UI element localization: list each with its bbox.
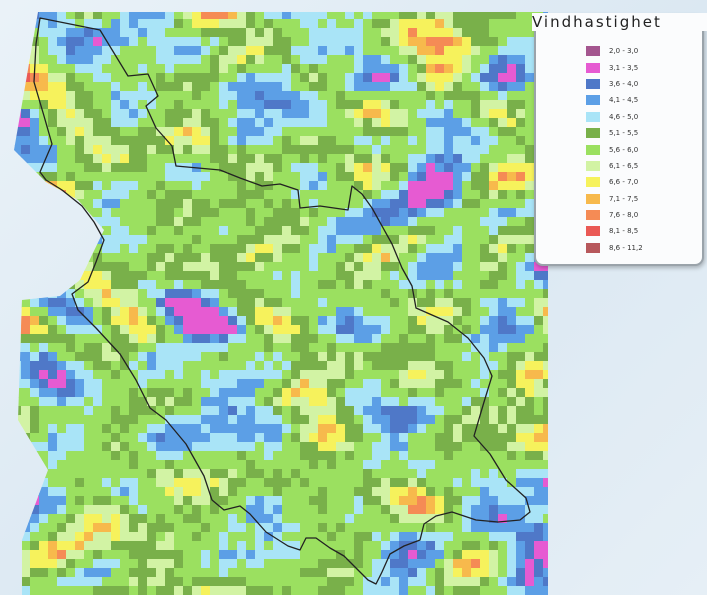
legend-swatch [586,46,600,57]
legend-item: 6,6 - 7,0 [586,174,643,190]
legend-label: 8,6 - 11,2 [609,243,643,252]
legend-item: 7,1 - 7,5 [586,191,643,207]
region-boundary [33,17,531,585]
legend-item: 8,1 - 8,5 [586,223,643,239]
legend-swatch [586,128,600,139]
legend-swatch [586,242,600,253]
legend-item: 5,1 - 5,5 [586,125,643,141]
wind-raster [14,12,548,595]
legend-label: 7,1 - 7,5 [609,194,639,203]
legend-item: 3,1 - 3,5 [586,59,643,75]
legend-title: Vindhastighet [532,13,707,31]
legend-swatch [586,95,600,106]
legend-item: 4,6 - 5,0 [586,109,643,125]
legend-label: 6,6 - 7,0 [609,178,639,187]
legend-item: 2,0 - 3,0 [586,43,643,59]
legend-swatch [586,111,600,122]
legend-label: 7,6 - 8,0 [609,211,639,220]
legend-item: 8,6 - 11,2 [586,240,643,256]
legend-label: 5,6 - 6,0 [609,145,639,154]
legend-label: 2,0 - 3,0 [609,47,639,56]
legend-item: 4,1 - 4,5 [586,92,643,108]
legend-swatch [586,78,600,89]
legend-swatch [586,160,600,171]
legend-label: 6,1 - 6,5 [609,161,639,170]
legend-list: 2,0 - 3,0 3,1 - 3,5 3,6 - 4,0 4,1 - 4,5 4,6 … [586,43,643,256]
legend-swatch [586,210,600,221]
legend-label: 4,1 - 4,5 [609,96,639,105]
legend-label: 3,6 - 4,0 [609,79,639,88]
legend-item: 6,1 - 6,5 [586,158,643,174]
legend-swatch [586,193,600,204]
legend-swatch [586,62,600,73]
legend-item: 7,6 - 8,0 [586,207,643,223]
legend-item: 3,6 - 4,0 [586,76,643,92]
legend-swatch [586,177,600,188]
legend-label: 4,6 - 5,0 [609,112,639,121]
legend-item: 5,6 - 6,0 [586,141,643,157]
legend-label: 8,1 - 8,5 [609,227,639,236]
legend-swatch [586,144,600,155]
legend-label: 5,1 - 5,5 [609,129,639,138]
legend-swatch [586,226,600,237]
legend: Vindhastighet 2,0 - 3,0 3,1 - 3,5 3,6 - 4,… [532,13,707,266]
legend-label: 3,1 - 3,5 [609,63,639,72]
